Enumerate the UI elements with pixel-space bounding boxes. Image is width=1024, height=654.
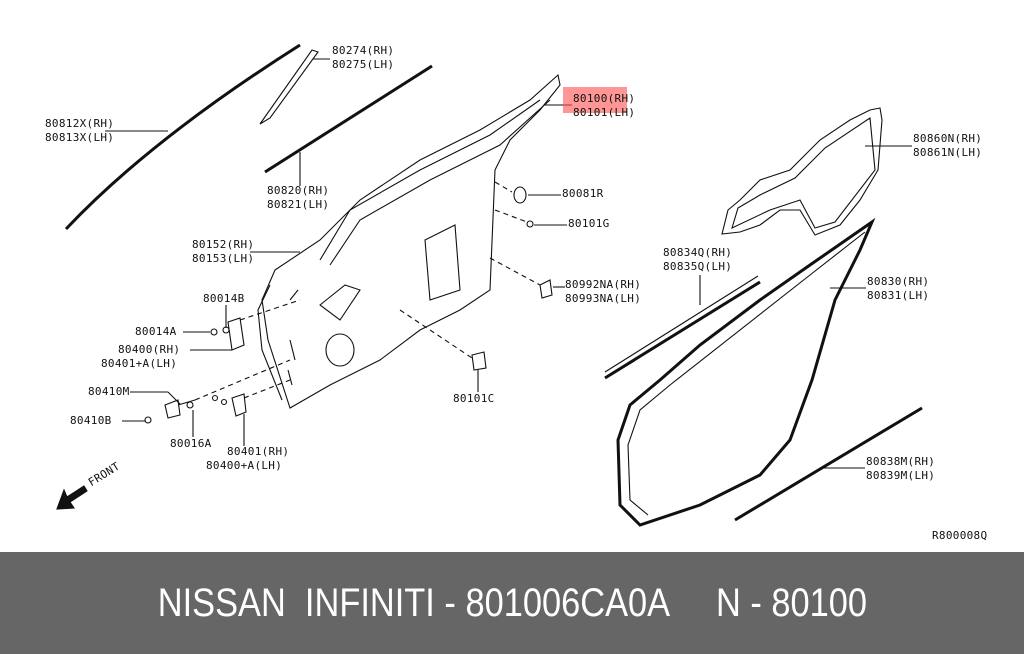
label-80820[interactable]: 80820(RH) <box>267 184 330 197</box>
label-80081r[interactable]: 80081R <box>562 187 604 200</box>
sash-finisher <box>259 49 319 125</box>
label-80839m[interactable]: 80839M(LH) <box>866 469 936 482</box>
label-80101[interactable]: 80101(LH) <box>573 106 636 119</box>
door-check-80410m <box>164 399 196 419</box>
part-number-footer: NISSAN INFINITI - 801006CA0A N - 80100 <box>0 552 1024 654</box>
label-80401[interactable]: 80401(RH) <box>227 445 290 458</box>
label-80410m[interactable]: 80410M <box>88 385 130 398</box>
roof-moulding <box>64 43 301 231</box>
label-80152[interactable]: 80152(RH) <box>192 238 255 251</box>
belt-moulding <box>264 64 433 174</box>
label-80101c[interactable]: 80101C <box>453 392 495 405</box>
label-80153[interactable]: 80153(LH) <box>192 252 255 265</box>
label-80838m[interactable]: 80838M(RH) <box>866 455 936 468</box>
diagram-drawing <box>56 43 923 527</box>
label-80812x[interactable]: 80812X(RH) <box>45 117 115 130</box>
label-80860n[interactable]: 80860N(RH) <box>913 132 983 145</box>
label-80014b[interactable]: 80014B <box>203 292 245 305</box>
label-80400a[interactable]: 80400+A(LH) <box>206 459 283 472</box>
clip-80101g <box>526 220 534 228</box>
parts-diagram: 80274(RH) 80275(LH) 80812X(RH) 80813X(LH… <box>45 43 988 542</box>
sill-weatherstrip-80838m <box>734 406 923 522</box>
label-80410b[interactable]: 80410B <box>70 414 112 427</box>
label-80274[interactable]: 80274(RH) <box>332 44 395 57</box>
part-highlight <box>563 87 627 113</box>
drawing-code: R800008Q <box>932 529 988 542</box>
label-80100[interactable]: 80100(RH) <box>573 92 636 105</box>
upper-hinge <box>210 317 245 351</box>
label-80275[interactable]: 80275(LH) <box>332 58 395 71</box>
door-weatherstrip <box>616 217 876 527</box>
label-80401a[interactable]: 80401+A(LH) <box>101 357 178 370</box>
label-80014a[interactable]: 80014A <box>135 325 177 338</box>
label-80861n[interactable]: 80861N(LH) <box>913 146 983 159</box>
label-80831[interactable]: 80831(LH) <box>867 289 930 302</box>
label-80834q[interactable]: 80834Q(RH) <box>663 246 733 259</box>
label-80016a[interactable]: 80016A <box>170 437 212 450</box>
bracket-80992na <box>539 279 553 299</box>
sealing-screen <box>721 107 883 236</box>
clip-80101c <box>471 351 487 371</box>
plug-80081r <box>513 186 527 204</box>
footer-part-number: NISSAN INFINITI - 801006CA0A N - 80100 <box>157 580 867 625</box>
weatherstrip-80834q <box>604 280 761 380</box>
label-80993na[interactable]: 80993NA(LH) <box>565 292 642 305</box>
label-80992na[interactable]: 80992NA(RH) <box>565 278 642 291</box>
front-arrow-icon <box>56 485 88 510</box>
label-80821[interactable]: 80821(LH) <box>267 198 330 211</box>
label-80400[interactable]: 80400(RH) <box>118 343 181 356</box>
label-80813x[interactable]: 80813X(LH) <box>45 131 115 144</box>
label-80830[interactable]: 80830(RH) <box>867 275 930 288</box>
lower-hinge <box>211 393 247 417</box>
label-80101g[interactable]: 80101G <box>568 217 610 230</box>
label-80835q[interactable]: 80835Q(LH) <box>663 260 733 273</box>
door-panel <box>257 73 561 409</box>
